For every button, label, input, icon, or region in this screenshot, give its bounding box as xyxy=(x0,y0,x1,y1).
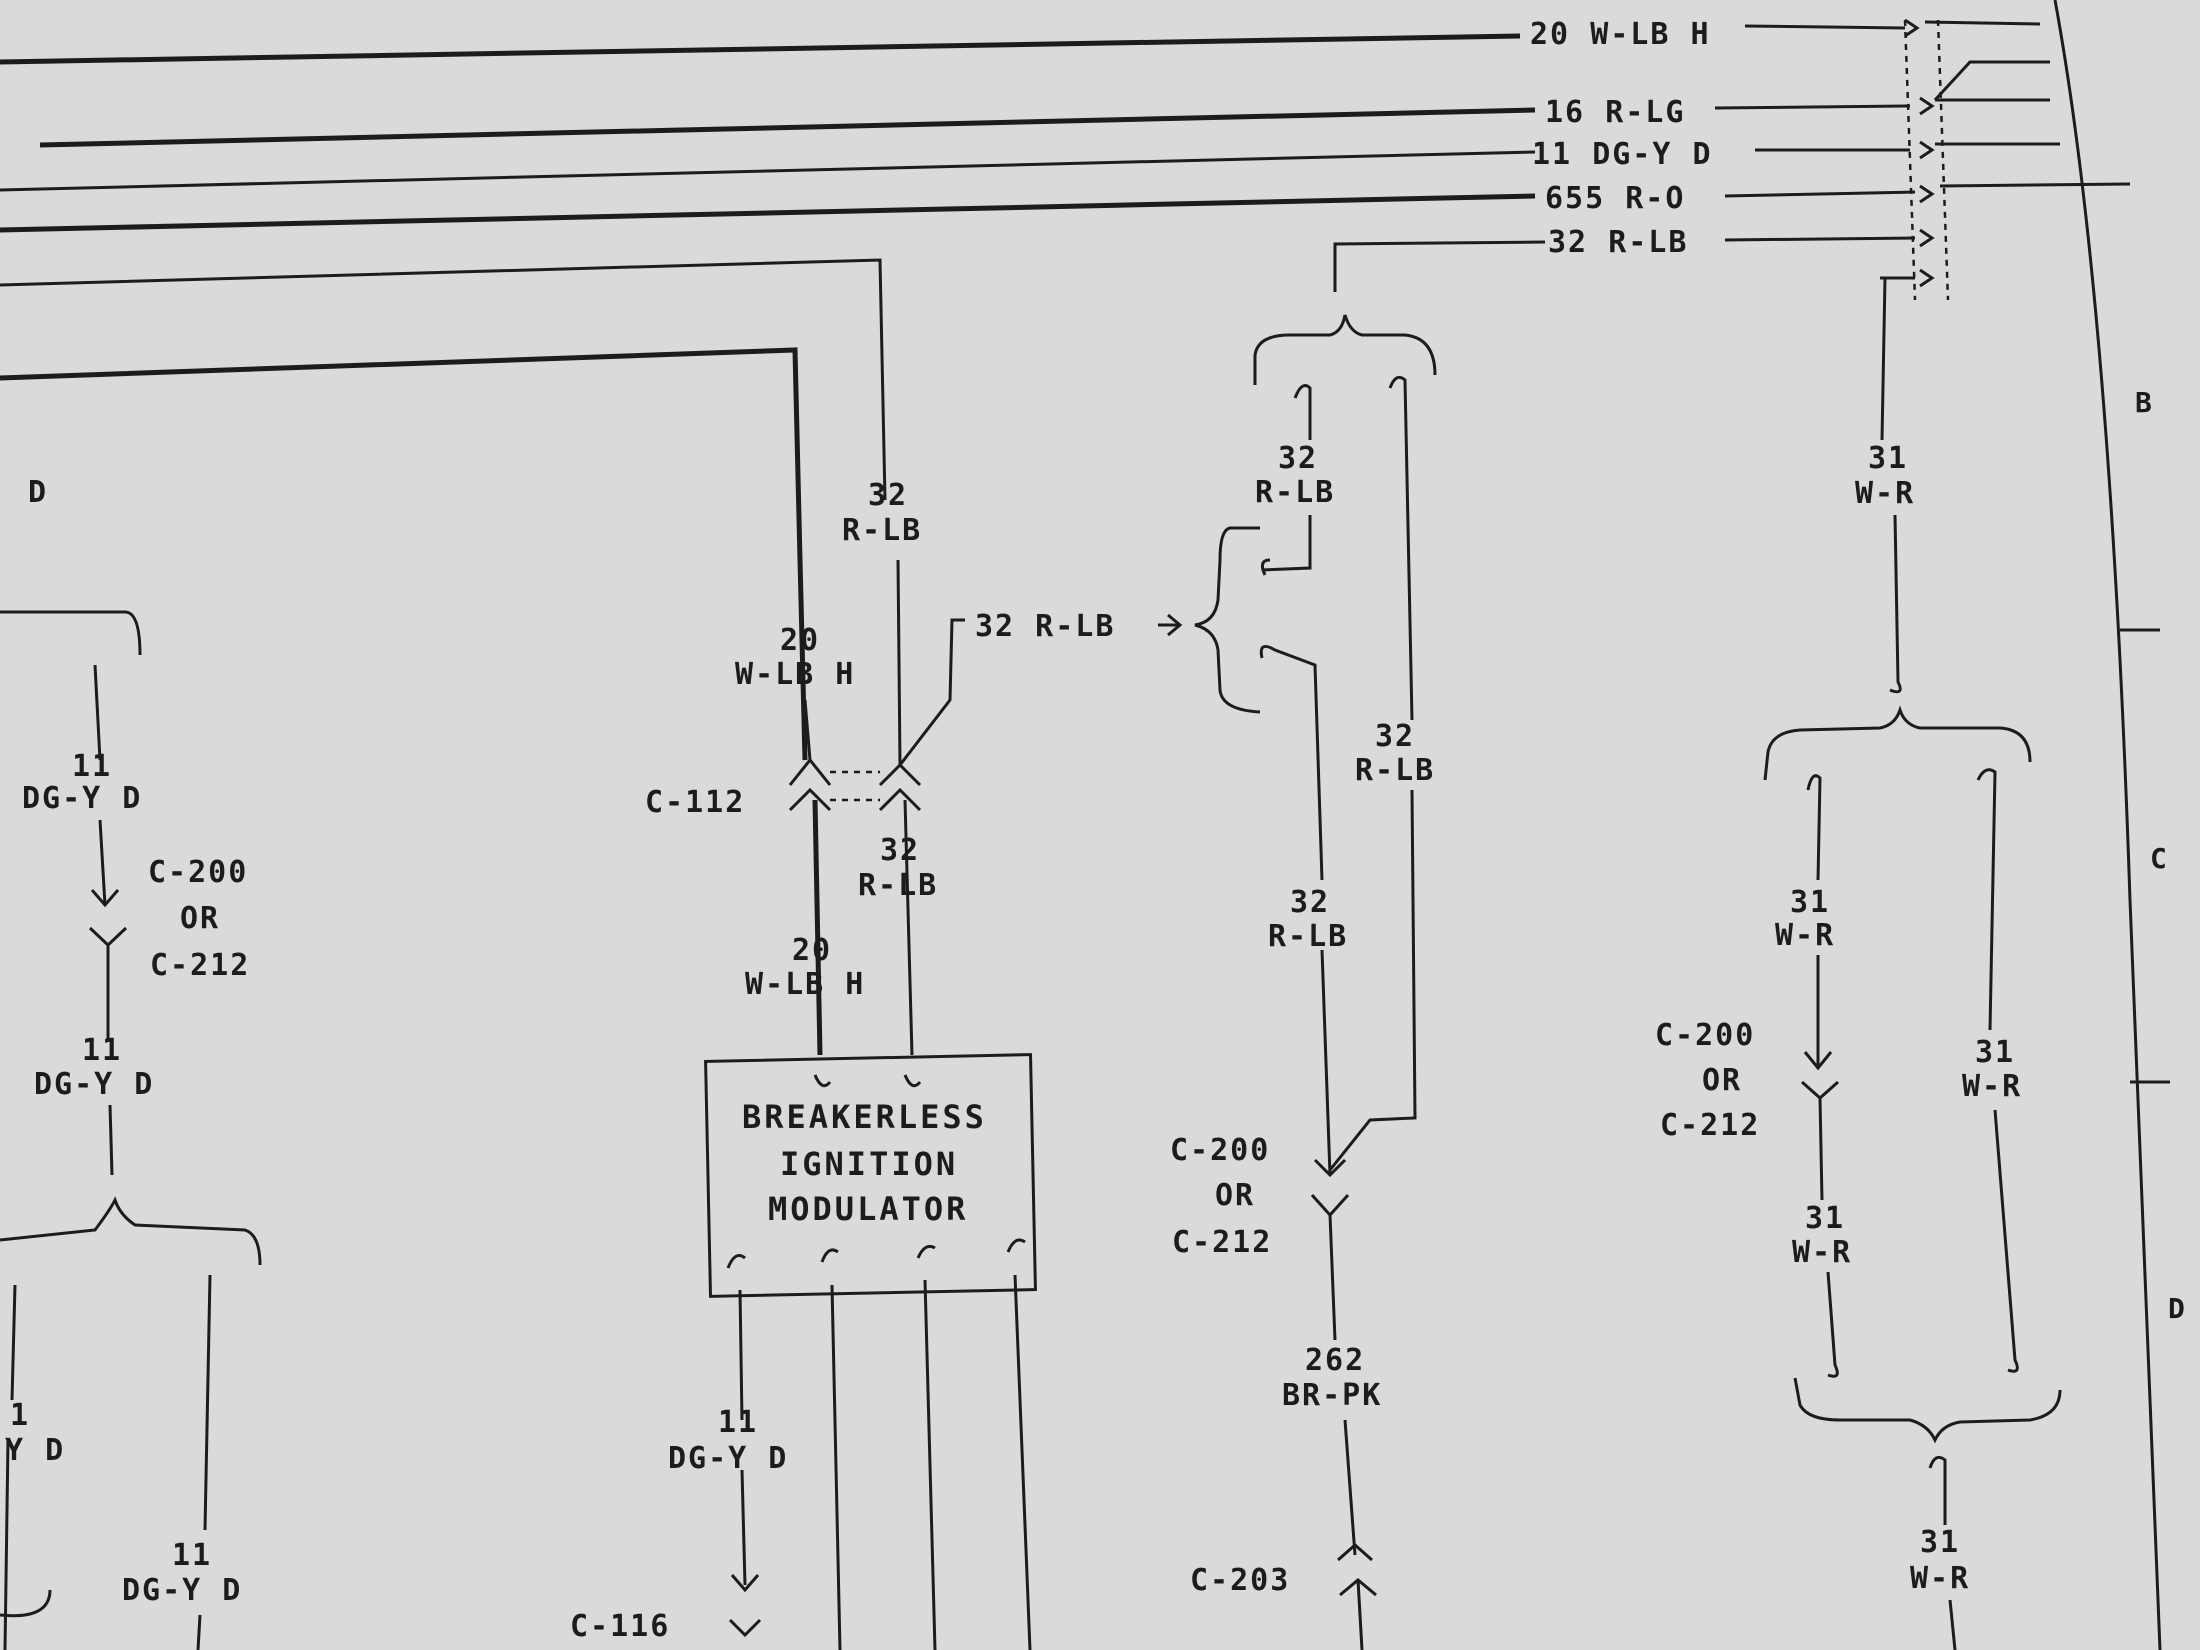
left-11a-col: DG-Y D xyxy=(22,781,142,816)
zone-label-d: D xyxy=(2168,1292,2187,1325)
right-32b-num: 32 xyxy=(1375,719,1415,754)
mid-32b-num: 32 xyxy=(880,833,920,868)
zone-label-c: C xyxy=(2150,842,2169,875)
far-31b-num: 31 xyxy=(1790,885,1830,920)
right-conn-a: C-200 xyxy=(1170,1133,1270,1168)
module-label-2: IGNITION xyxy=(780,1145,958,1183)
right-conn-b: C-212 xyxy=(1172,1225,1272,1260)
zone-label-b: B xyxy=(2135,386,2154,419)
top-wire-label-3: 11 DG-Y D xyxy=(1532,137,1713,172)
connector-c116: C-116 xyxy=(570,1609,670,1644)
far-conn-a: C-200 xyxy=(1655,1018,1755,1053)
far-31b-col: W-R xyxy=(1775,918,1835,953)
mid-20a-num: 20 xyxy=(780,623,820,658)
module-label-3: MODULATOR xyxy=(768,1190,968,1228)
far-31e-num: 31 xyxy=(1920,1525,1960,1560)
right-32a-col: R-LB xyxy=(1255,475,1335,510)
top-bus xyxy=(0,18,2131,761)
left-11d-num: 11 xyxy=(172,1538,212,1573)
mod-11-num: 11 xyxy=(718,1405,758,1440)
right-32c-col: R-LB xyxy=(1268,919,1348,954)
left-zone-d: D xyxy=(28,475,48,510)
top-wire-label-5: 32 R-LB xyxy=(1548,225,1688,260)
left-conn-a: C-200 xyxy=(148,855,248,890)
right-32c-num: 32 xyxy=(1290,885,1330,920)
connector-c112: C-112 xyxy=(645,785,745,820)
right-bracket-top xyxy=(1253,314,1437,385)
connector-c203: C-203 xyxy=(1190,1563,1290,1598)
left-11a-num: 11 xyxy=(72,749,112,784)
far-conn-b: C-212 xyxy=(1660,1108,1760,1143)
top-wire-label-2: 16 R-LG xyxy=(1545,95,1685,130)
right-32b-col: R-LB xyxy=(1355,753,1435,788)
far-bracket-bottom xyxy=(1793,1377,2062,1444)
far-31e-col: W-R xyxy=(1910,1561,1970,1596)
mid-32a-num: 32 xyxy=(868,478,908,513)
far-31a-col: W-R xyxy=(1855,476,1915,511)
top-wire-label-4: 655 R-O xyxy=(1545,181,1685,216)
left-bracket-top xyxy=(0,610,142,656)
mid-32b-col: R-LB xyxy=(858,868,938,903)
mid-32a-col: R-LB xyxy=(842,513,922,548)
right-32a-num: 32 xyxy=(1278,441,1318,476)
mod-11-col: DG-Y D xyxy=(668,1441,788,1476)
module-label-1: BREAKERLESS xyxy=(742,1098,987,1136)
far-31d-col: W-R xyxy=(1792,1235,1852,1270)
ignition-modulator-box xyxy=(704,1053,1037,1298)
mid-20b-num: 20 xyxy=(792,933,832,968)
left-conn-or: OR xyxy=(180,901,220,936)
branch-32-label: 32 R-LB xyxy=(975,609,1115,644)
branch-bracket xyxy=(1194,526,1261,714)
far-31c-col: W-R xyxy=(1962,1069,2022,1104)
far-31d-num: 31 xyxy=(1805,1201,1845,1236)
far-31c-num: 31 xyxy=(1975,1035,2015,1070)
far-bracket-top xyxy=(1763,705,2032,781)
far-conn-or: OR xyxy=(1702,1063,1742,1098)
top-wire-label-1: 20 W-LB H xyxy=(1530,17,1711,52)
left-11d-col: DG-Y D xyxy=(122,1573,242,1608)
left-11b-col: DG-Y D xyxy=(34,1067,154,1102)
left-conn-b: C-212 xyxy=(150,948,250,983)
left-11b-num: 11 xyxy=(82,1033,122,1068)
right-conn-or: OR xyxy=(1215,1178,1255,1213)
br-pk-num: 262 xyxy=(1305,1343,1365,1378)
page-border xyxy=(2053,0,2162,1650)
left-bracket-bottom xyxy=(0,1196,262,1266)
left-11c-num: 1 xyxy=(10,1398,30,1433)
far-31a-num: 31 xyxy=(1868,441,1908,476)
left-11c-col: Y D xyxy=(5,1433,65,1468)
mid-20a-col: W-LB H xyxy=(735,657,855,692)
mid-20b-col: W-LB H xyxy=(745,967,865,1002)
br-pk-col: BR-PK xyxy=(1282,1378,1382,1413)
